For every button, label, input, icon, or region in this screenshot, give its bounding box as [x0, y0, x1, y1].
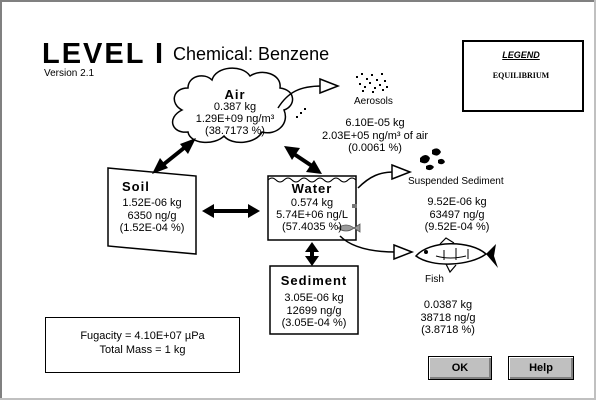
fugacity-value: Fugacity = 4.10E+07 µPa	[80, 330, 205, 342]
soil-concentration: 6350 ng/g	[127, 210, 177, 222]
sediment-percent: (3.05E-04 %)	[281, 317, 347, 329]
water-surface-wave	[267, 177, 357, 183]
soil-percent: (1.52E-04 %)	[119, 222, 185, 234]
version-label: Version 2.1	[44, 68, 95, 79]
air-aerosol-arrowhead	[319, 77, 341, 95]
help-button[interactable]: Help	[508, 356, 574, 380]
window-border-left	[0, 0, 2, 400]
water-fish-arrowhead	[393, 243, 415, 261]
sediment-title: Sediment	[280, 273, 348, 288]
legend-title: LEGEND	[502, 50, 540, 60]
legend-equilibrium-label: EQUILIBRIUM	[492, 71, 550, 80]
suspended-sediment-icon	[420, 148, 445, 171]
total-mass-value: Total Mass = 1 kg	[99, 344, 186, 356]
air-concentration: 1.29E+09 ng/m³	[195, 113, 275, 125]
window-border-top	[0, 0, 596, 2]
water-suspended-arrowhead	[391, 163, 413, 181]
water-title: Water	[291, 181, 333, 196]
water-percent: (57.4035 %)	[282, 221, 342, 233]
air-title: Air	[224, 87, 246, 102]
window-border-right	[594, 0, 596, 400]
air-percent: (38.7173 %)	[205, 125, 265, 137]
sediment-concentration: 12699 ng/g	[286, 305, 342, 317]
sediment-box-shape	[269, 265, 359, 335]
aerosols-concentration: 2.03E+05 ng/m³ of air	[321, 130, 429, 142]
fish-title: Fish	[425, 274, 444, 285]
window-border-bottom	[0, 398, 596, 400]
suspended-sediment-percent: (9.52E-04 %)	[424, 221, 490, 233]
air-cloud-shape	[171, 67, 294, 144]
air-water-double-arrow	[284, 146, 322, 174]
water-mass: 0.574 kg	[290, 197, 334, 209]
fish-mass: 0.0387 kg	[423, 299, 473, 311]
water-suspended-arrow	[357, 171, 395, 189]
aerosols-mass: 6.10E-05 kg	[345, 117, 405, 129]
chemical-title: Chemical: Benzene	[173, 44, 330, 64]
soil-mass: 1.52E-06 kg	[122, 197, 182, 209]
water-fish-icon	[337, 223, 361, 233]
air-aerosol-arrow	[277, 85, 323, 109]
level-title: LEVEL I	[42, 38, 166, 70]
water-sediment-double-arrow	[305, 242, 319, 266]
fish-concentration: 38718 ng/g	[420, 312, 476, 324]
suspended-sediment-concentration: 63497 ng/g	[429, 209, 485, 221]
water-concentration: 5.74E+06 ng/L	[276, 209, 348, 221]
fish-percent: (3.8718 %)	[421, 324, 475, 336]
air-soil-double-arrow	[152, 138, 196, 174]
ok-button[interactable]: OK	[428, 356, 492, 380]
suspended-sediment-mass: 9.52E-06 kg	[427, 196, 487, 208]
soil-water-double-arrow	[202, 204, 260, 218]
sediment-mass: 3.05E-06 kg	[284, 292, 344, 304]
soil-box-shape	[107, 167, 197, 255]
aerosols-title: Aerosols	[354, 96, 393, 107]
soil-title: Soil	[122, 179, 150, 194]
aerosol-particles-icon	[296, 73, 388, 118]
fish-icon	[414, 237, 498, 274]
air-mass: 0.387 kg	[213, 101, 257, 113]
suspended-sediment-title: Suspended Sediment	[408, 176, 504, 187]
water-particle-icon	[352, 204, 357, 208]
water-box-shape	[267, 175, 357, 241]
legend-box	[462, 40, 584, 112]
fugacity-summary-box	[45, 317, 240, 373]
water-fish-arrow	[339, 235, 397, 253]
aerosols-percent: (0.0061 %)	[348, 142, 402, 154]
